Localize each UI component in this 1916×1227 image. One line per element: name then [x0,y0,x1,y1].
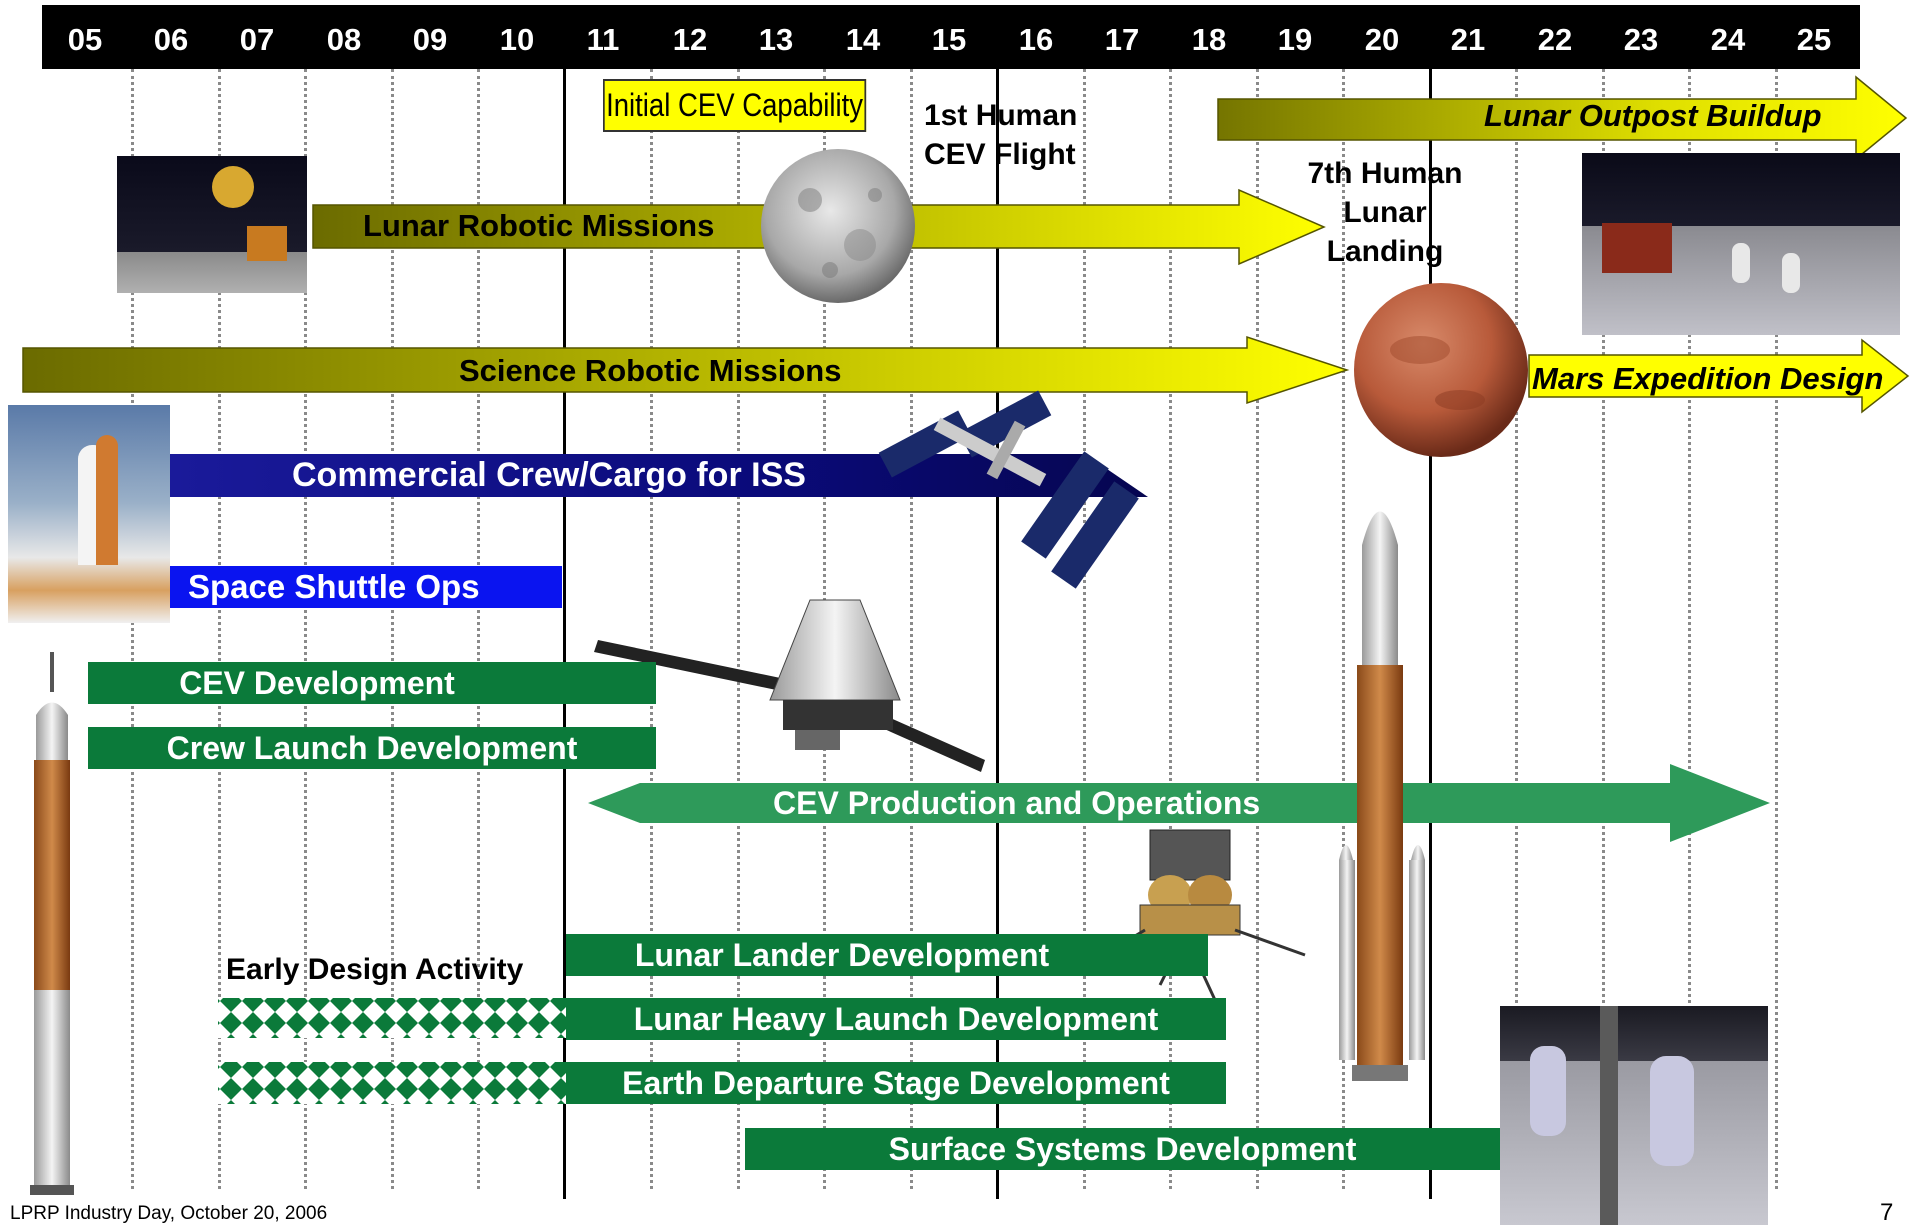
crew-launch-label: Crew Launch Development [166,729,578,766]
mars-illustration [1354,283,1528,457]
lunar-orbiter-photo [117,156,307,293]
year-label: 07 [239,22,275,57]
grid-line [1775,69,1778,1189]
astronaut-icon [1782,253,1800,293]
grid-line [737,69,740,1189]
early-design-label: Early Design Activity [226,953,524,986]
lunar-lander-label: Lunar Lander Development [634,936,1050,973]
seventh-human-landing-label: 7th Human Lunar Landing [1307,157,1463,268]
grid-line [218,69,221,1189]
first-human-flight-label: 1st Human CEV Flight [924,99,1078,171]
surface-systems-photo [1500,1006,1768,1225]
year-label: 08 [326,22,362,57]
space-shuttle-bar: Space Shuttle Ops [170,566,562,608]
lunar-robotic-label: Lunar Robotic Missions [363,208,715,243]
grid-line [304,69,307,1189]
commercial-crew-label: Commercial Crew/Cargo for ISS [292,456,806,494]
earth-departure-stage-label: Earth Departure Stage Development [622,1064,1170,1101]
astronaut-icon [1732,243,1750,283]
year-label: 13 [758,22,794,57]
moon-illustration [761,149,915,303]
grid-line [1515,69,1518,1189]
crew-launch-rocket-illustration [30,652,74,1195]
earth-departure-stage-bar: Earth Departure Stage Development [566,1062,1226,1104]
footer-caption: LPRP Industry Day, October 20, 2006 [10,1203,328,1224]
astronaut-icon [1530,1046,1566,1136]
lunar-heavy-launch-bar: Lunar Heavy Launch Development [566,998,1226,1040]
science-robotic-label: Science Robotic Missions [459,353,842,388]
milestone-line [996,69,999,1199]
year-label: 12 [672,22,708,57]
year-label: 10 [499,22,535,57]
science-robotic-arrow [22,335,1350,405]
grid-line [1256,69,1259,1189]
shuttle-launch-photo [8,405,170,623]
initial-cev-capability-box: Initial CEV Capability [603,79,867,132]
early-design-hatch [218,998,566,1038]
grid-line [650,69,653,1189]
cev-production-arrow [588,764,1770,842]
surface-systems-bar: Surface Systems Development [745,1128,1500,1170]
year-label: 06 [153,22,189,57]
heavy-lift-rocket-illustration [1339,511,1425,1081]
page-number: 7 [1880,1199,1894,1226]
external-tank-icon [96,435,118,565]
cev-development-label: CEV Development [179,664,455,701]
milestone-line [563,69,566,1199]
year-label: 14 [845,22,881,57]
early-design-hatch [218,1062,566,1104]
year-header: 05 06 07 08 09 10 11 12 13 14 15 16 17 1… [42,5,1860,69]
cev-production-label: CEV Production and Operations [773,785,1261,821]
dish-icon [212,166,254,208]
crew-launch-bar: Crew Launch Development [88,727,656,769]
year-label: 16 [1018,22,1054,57]
lunar-outpost-photo [1582,153,1900,335]
year-label: 24 [1710,22,1746,57]
year-label: 23 [1623,22,1659,57]
habitat-module-icon [1602,223,1672,273]
mars-expedition-label: Mars Expedition Design [1532,361,1884,396]
grid-line [477,69,480,1189]
year-label: 19 [1277,22,1313,57]
grid-line [391,69,394,1189]
astronaut-icon [1650,1056,1694,1166]
year-label: 21 [1450,22,1486,57]
year-label: 25 [1796,22,1832,57]
grid-line [1688,69,1691,1189]
year-label: 09 [412,22,448,57]
grid-line [1083,69,1086,1189]
year-label: 22 [1537,22,1573,57]
year-label: 18 [1191,22,1227,57]
initial-cev-capability-label: Initial CEV Capability [606,87,864,123]
iss-illustration [878,390,1139,589]
grid-line [1169,69,1172,1189]
surface-systems-label: Surface Systems Development [888,1130,1357,1167]
mars-expedition-arrow [1528,338,1910,414]
year-label: 20 [1364,22,1400,57]
year-label: 11 [586,22,620,57]
space-shuttle-label: Space Shuttle Ops [188,568,480,605]
cev-capsule-illustration [594,599,985,772]
year-label: 17 [1104,22,1140,57]
grid-line [910,69,913,1189]
grid-line [131,69,134,1189]
year-label: 15 [931,22,967,57]
lunar-heavy-launch-label: Lunar Heavy Launch Development [633,1000,1159,1037]
grid-line [1342,69,1345,1189]
lunar-outpost-arrow [1217,75,1908,161]
drill-rig-icon [1600,1006,1618,1225]
milestone-line [1429,69,1432,1199]
lunar-outpost-label: Lunar Outpost Buildup [1484,98,1822,133]
cev-development-bar: CEV Development [88,662,656,704]
year-label: 05 [67,22,103,57]
lunar-lander-bar: Lunar Lander Development [566,934,1208,976]
spacecraft-icon [247,226,287,261]
grid-line [1602,69,1605,1189]
